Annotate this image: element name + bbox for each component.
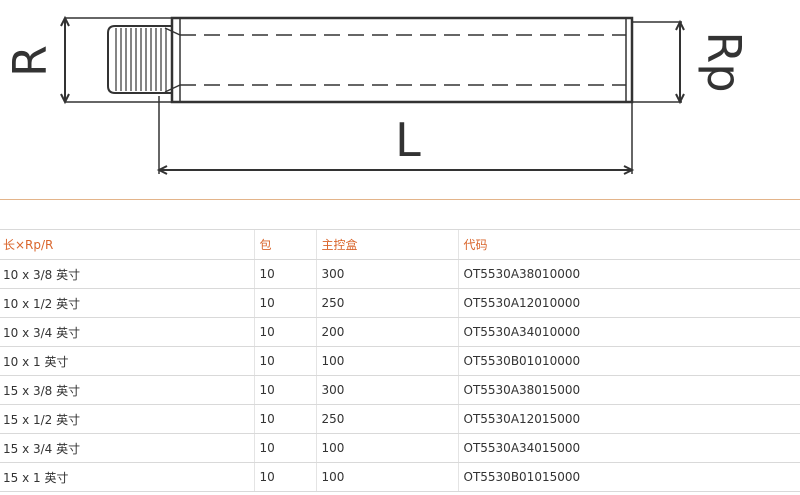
cell-code: OT5530A34010000	[457, 317, 800, 347]
cell-pack: 10	[253, 375, 316, 405]
rp-label: Rp	[697, 31, 751, 92]
cell-pack: 10	[253, 317, 316, 347]
cell-pack: 10	[253, 462, 316, 492]
section-divider	[0, 199, 800, 200]
fitting-body	[170, 16, 634, 104]
cell-size: 10 x 1/2 英寸	[0, 288, 254, 318]
table-row: 10 x 1/2 英寸 10 250 OT5530A12010000	[0, 288, 800, 318]
table-row: 10 x 3/8 英寸 10 300 OT5530A38010000	[0, 259, 800, 289]
cell-code: OT5530A12010000	[457, 288, 800, 318]
cell-pack: 10	[253, 433, 316, 463]
cell-size: 10 x 3/4 英寸	[0, 317, 254, 347]
cell-master-box: 300	[315, 259, 458, 289]
column-header-size: 长×Rp/R	[0, 229, 254, 260]
cell-code: OT5530A34015000	[457, 433, 800, 463]
cell-master-box: 100	[315, 433, 458, 463]
cell-size: 15 x 3/4 英寸	[0, 433, 254, 463]
bore-cone-top	[164, 27, 181, 36]
cell-code: OT5530B01010000	[457, 346, 800, 376]
thread-lines	[115, 28, 167, 91]
bore-cone-bottom	[164, 84, 181, 93]
l-label: L	[395, 113, 421, 167]
cell-size: 10 x 3/8 英寸	[0, 259, 254, 289]
cell-size: 15 x 3/8 英寸	[0, 375, 254, 405]
cell-code: OT5530A38015000	[457, 375, 800, 405]
cell-size: 10 x 1 英寸	[0, 346, 254, 376]
column-header-pack: 包	[253, 229, 316, 260]
cell-pack: 10	[253, 346, 316, 376]
cell-master-box: 100	[315, 462, 458, 492]
thread-outline	[107, 25, 172, 94]
table-header-row: 长×Rp/R 包 主控盒 代码	[0, 229, 800, 260]
cell-master-box: 250	[315, 404, 458, 434]
l-dimension-arrow-right	[623, 165, 635, 175]
cell-code: OT5530A12015000	[457, 404, 800, 434]
cell-master-box: 300	[315, 375, 458, 405]
column-header-code: 代码	[457, 229, 800, 260]
table-row: 15 x 3/4 英寸 10 100 OT5530A34015000	[0, 433, 800, 463]
table-row: 15 x 1/2 英寸 10 250 OT5530A12015000	[0, 404, 800, 434]
r-label: R	[3, 45, 57, 77]
table-row: 10 x 3/4 英寸 10 200 OT5530A34010000	[0, 317, 800, 347]
cell-master-box: 200	[315, 317, 458, 347]
cell-size: 15 x 1/2 英寸	[0, 404, 254, 434]
cell-code: OT5530B01015000	[457, 462, 800, 492]
hidden-bore-lines	[180, 34, 626, 86]
table-row: 15 x 3/8 英寸 10 300 OT5530A38015000	[0, 375, 800, 405]
cell-master-box: 100	[315, 346, 458, 376]
table-row: 10 x 1 英寸 10 100 OT5530B01010000	[0, 346, 800, 376]
cell-pack: 10	[253, 404, 316, 434]
cell-master-box: 250	[315, 288, 458, 318]
cell-size: 15 x 1 英寸	[0, 462, 254, 492]
cell-pack: 10	[253, 288, 316, 318]
fitting-technical-drawing: R Rp L	[3, 15, 751, 175]
cell-code: OT5530A38010000	[457, 259, 800, 289]
column-header-master-box: 主控盒	[315, 229, 458, 260]
spec-table: 长×Rp/R 包 主控盒 代码 10 x 3/8 英寸 10 300 OT553…	[0, 229, 800, 492]
cell-pack: 10	[253, 259, 316, 289]
table-row: 15 x 1 英寸 10 100 OT5530B01015000	[0, 462, 800, 492]
l-dimension-arrow-left	[156, 165, 168, 175]
